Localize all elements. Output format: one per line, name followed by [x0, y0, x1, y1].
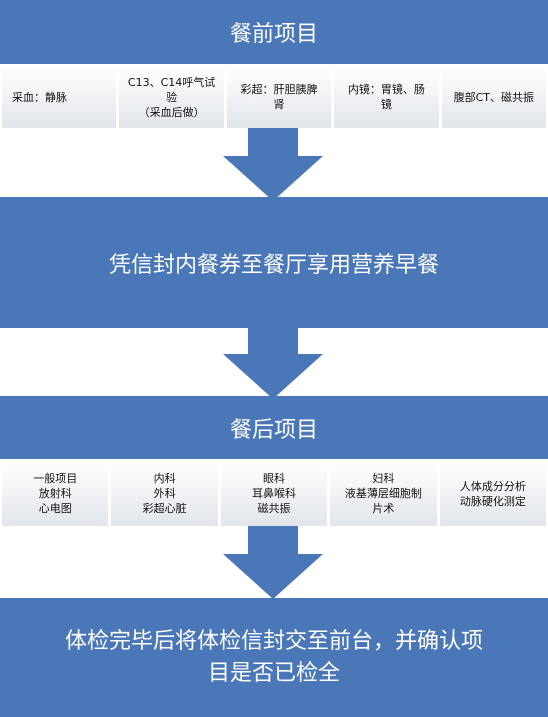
post-meal-items: 一般项目 放射科 心电图 内科 外科 彩超心脏 眼科 耳鼻喉科 磁共振 妇科 液… [0, 461, 548, 526]
item-line: 彩超心脏 [142, 502, 187, 515]
pre-meal-item-blood: 采血：静脉 [2, 66, 117, 128]
post-meal-item-ophthalmology: 眼科 耳鼻喉科 磁共振 [220, 461, 328, 526]
item-line: 心电图 [38, 502, 72, 515]
arrow-stem [248, 326, 298, 356]
breakfast-text: 凭信封内餐券至餐厅享用营养早餐 [108, 252, 439, 278]
item-line: 液基薄层细胞制 [344, 487, 422, 500]
post-meal-item-general: 一般项目 放射科 心电图 [2, 461, 109, 526]
item-line: 片术 [372, 502, 395, 515]
item-line: 内科 [153, 472, 176, 485]
item-line: 动脉硬化测定 [459, 494, 526, 508]
arrow-head [223, 354, 323, 399]
final-line: 体检完毕后将体检信封交至前台，并确认项 [64, 628, 483, 654]
flow-arrow-3 [223, 526, 323, 600]
item-line: 放射科 [38, 487, 72, 500]
pre-meal-title: 餐前项目 [229, 22, 318, 47]
arrow-stem [248, 526, 298, 556]
breakfast-band: 凭信封内餐券至餐厅享用营养早餐 [0, 197, 548, 328]
item-line: 验 [166, 90, 178, 104]
post-meal-title-band: 餐后项目 [0, 396, 548, 459]
item-line: 妇科 [372, 472, 395, 485]
item-line: C13、C14呼气试 [127, 75, 216, 89]
post-meal-item-internal: 内科 外科 彩超心脏 [111, 461, 218, 526]
pre-meal-items: 采血：静脉 C13、C14呼气试 验 （采血后做） 彩超：肝胆胰脾 肾 内镜：胃… [0, 66, 548, 128]
arrow-head [223, 156, 323, 201]
item-line: 人体成分分析 [459, 479, 526, 493]
item-line: 磁共振 [257, 502, 291, 515]
item-line: 肾 [273, 98, 285, 111]
pre-meal-item-ct-mri: 腹部CT、磁共振 [441, 66, 547, 128]
item-line: 一般项目 [33, 472, 78, 485]
pre-meal-item-ultrasound: 彩超：肝胆胰脾 肾 [226, 66, 332, 128]
item-line: 彩超：肝胆胰脾 [240, 83, 318, 96]
pre-meal-title-band: 餐前项目 [0, 0, 548, 64]
arrow-head [223, 554, 323, 599]
item-line: 内镜：胃镜、肠 [347, 83, 425, 96]
item-line: 外科 [153, 487, 176, 500]
item-line: （采血后做） [138, 105, 205, 119]
final-line: 目是否已检全 [207, 660, 340, 686]
arrow-stem [248, 128, 298, 158]
post-meal-title: 餐后项目 [229, 417, 318, 443]
pre-meal-item-breath-test: C13、C14呼气试 验 （采血后做） [119, 66, 224, 128]
flow-arrow-2 [223, 326, 323, 399]
item-line: 镜 [380, 98, 392, 111]
item-line: 采血：静脉 [12, 90, 67, 104]
post-meal-item-body-composition: 人体成分分析 动脉硬化测定 [439, 461, 547, 526]
pre-meal-item-endoscopy: 内镜：胃镜、肠 镜 [334, 66, 439, 128]
item-line: 眼科 [263, 472, 286, 485]
flow-arrow-1 [223, 128, 323, 201]
item-line: 耳鼻喉科 [252, 487, 297, 500]
item-line: 腹部CT、磁共振 [453, 90, 535, 104]
final-band: 体检完毕后将体检信封交至前台，并确认项 目是否已检全 [0, 598, 548, 717]
post-meal-item-gynecology: 妇科 液基薄层细胞制 片术 [330, 461, 437, 526]
